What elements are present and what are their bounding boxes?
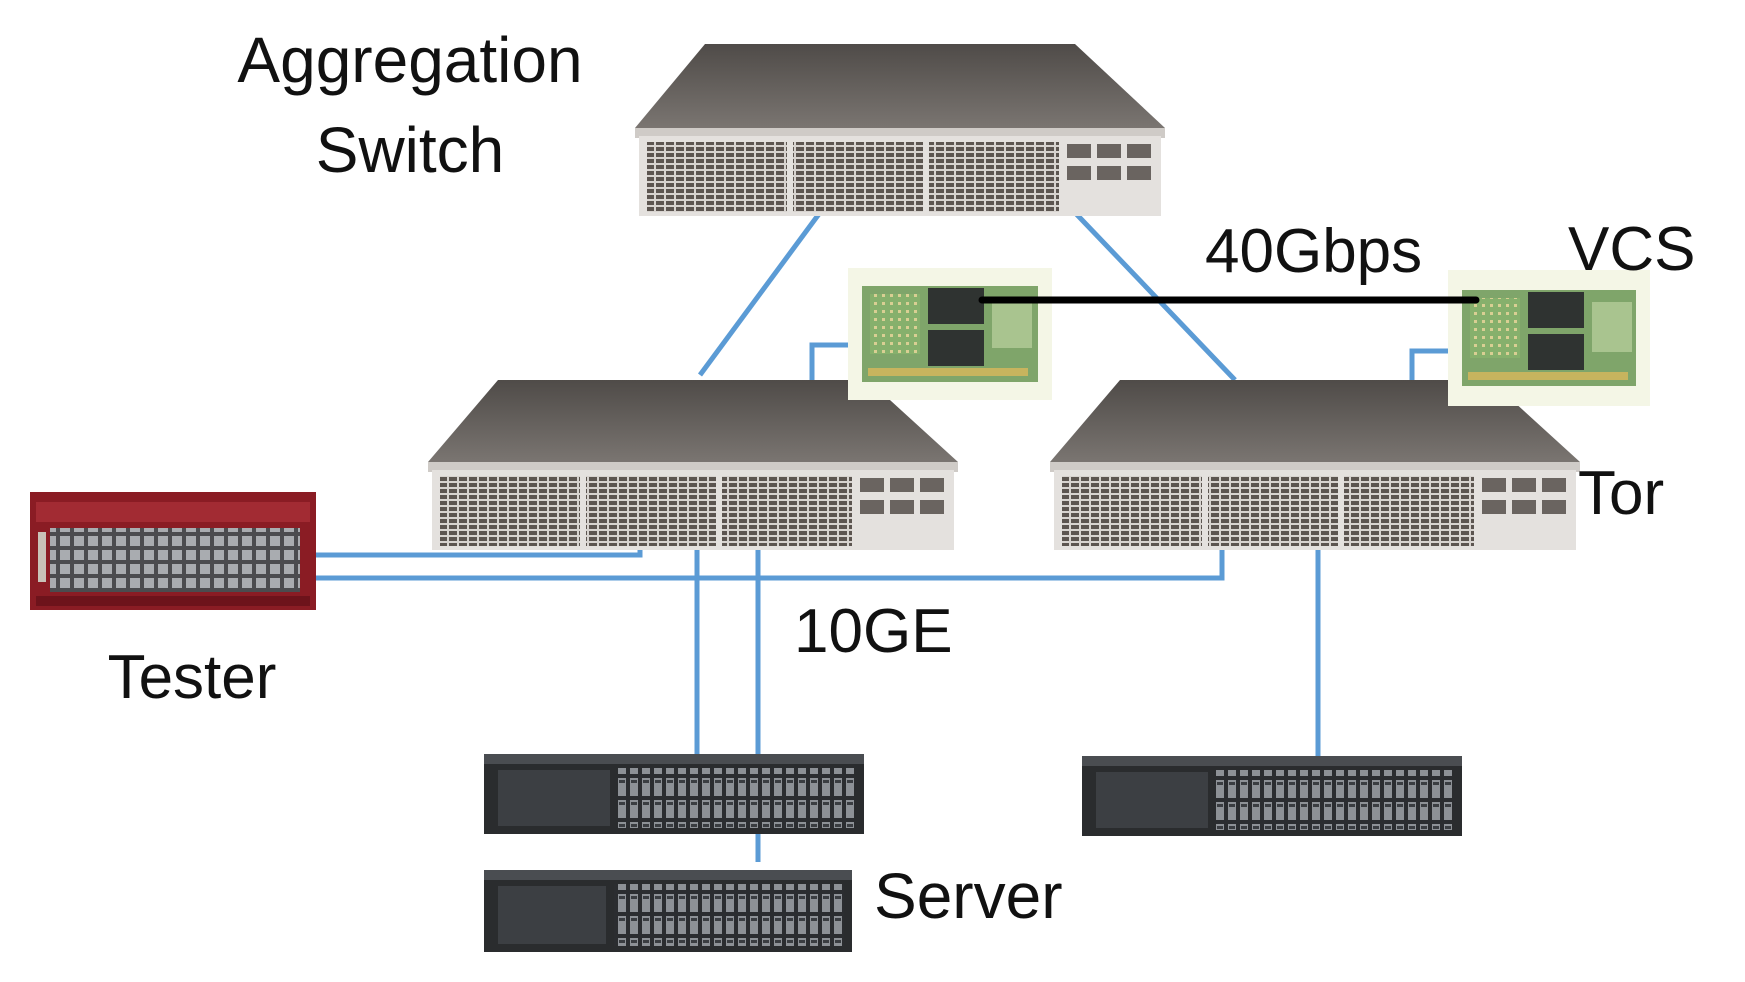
rack-server-icon [484, 870, 852, 952]
rack-server-icon [484, 754, 864, 834]
label-40gbps: 40Gbps [1205, 217, 1422, 286]
label-10ge: 10GE [794, 597, 953, 666]
server-2 [484, 870, 852, 952]
label-aggregation: Aggregation [237, 24, 582, 96]
network-switch-icon [1050, 380, 1580, 550]
tester-device [30, 492, 316, 610]
traffic-tester-icon [30, 492, 316, 610]
server-3 [1082, 756, 1462, 836]
server-1 [484, 754, 864, 834]
network-card-icon [1448, 270, 1650, 406]
vcs-nic-right [1448, 270, 1650, 406]
tor-switch-right [1050, 380, 1580, 550]
aggregation-switch [635, 44, 1165, 216]
network-switch-icon [635, 44, 1165, 216]
label-vcs: VCS [1568, 215, 1695, 284]
label-switch: Switch [316, 114, 505, 186]
rack-server-icon [1082, 756, 1462, 836]
vcs-nic-left [848, 268, 1052, 400]
label-tester: Tester [108, 643, 277, 712]
tor-switch-left [428, 380, 958, 550]
label-server: Server [874, 860, 1063, 932]
network-card-icon [848, 268, 1052, 400]
network-switch-icon [428, 380, 958, 550]
label-tor: Tor [1578, 459, 1664, 528]
